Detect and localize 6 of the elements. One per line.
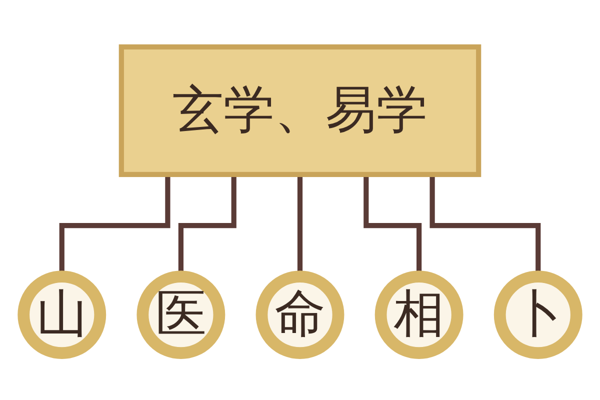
node-circle: 医 — [136, 270, 226, 360]
node-circle: 命 — [256, 270, 344, 360]
node-circle: 卜 — [494, 270, 582, 360]
node-circle: 山 — [18, 270, 106, 360]
node-box: 玄学、易学 — [118, 44, 482, 178]
node-circle: 相 — [374, 270, 464, 360]
